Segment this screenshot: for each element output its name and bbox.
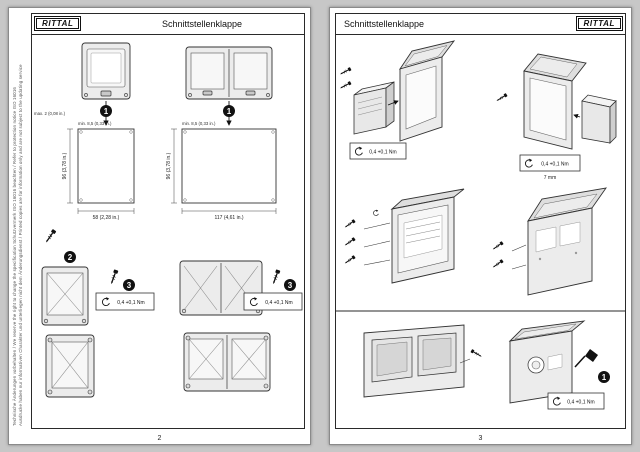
rittal-logo-text: RITTAL <box>36 18 80 29</box>
rittal-logo-text: RITTAL <box>577 18 621 29</box>
print-frame: Schnittstellenklappe RITTAL <box>335 13 626 429</box>
screw-icon <box>270 268 282 286</box>
drawing-area-right: 0,4 +0,1 Nm <box>336 35 625 428</box>
iso-mount-frame-right <box>495 53 617 150</box>
torque-icon <box>373 209 379 216</box>
drawing-cutout-double: 96 (3,78 in.) 117 (4,61 in.) min. 8,5 (0… <box>166 121 277 221</box>
screw-icon <box>469 348 484 359</box>
page-header: RITTAL Schnittstellenklappe <box>32 14 304 35</box>
iso-unit-closed <box>343 188 465 284</box>
step-number: 2 <box>68 253 73 262</box>
screw-icon <box>491 240 505 252</box>
drawing-flap-double-mounted <box>183 332 271 392</box>
drawing-flap-single-install <box>41 266 89 326</box>
step-badge-1-single: 1 <box>100 105 112 117</box>
drawing-flap-double-front <box>185 46 273 100</box>
screw-icon <box>338 66 353 77</box>
screwdriver-icon <box>574 349 598 368</box>
screw-icon <box>495 92 509 103</box>
margin-note-inner: Ausdrucke haben nur informativen Charakt… <box>18 64 23 426</box>
torque-value: 0,4 +0,1 Nm <box>567 400 594 406</box>
wrench-size-note: 7 mm <box>544 175 557 181</box>
insert-arrow-icon <box>387 100 399 106</box>
drawing-flap-double-install <box>179 260 263 316</box>
page-title: Schnittstellenklappe <box>344 19 425 29</box>
cutout-width-label: 58 (2,28 in.) <box>93 215 120 221</box>
torque-callout-a: 0,4 +0,1 Nm <box>349 142 407 160</box>
cutout-width-label: 117 (4,61 in.) <box>214 215 243 221</box>
torque-value: 0,4 +0,1 Nm <box>369 150 396 156</box>
drawing-cutout-single: 96 (3,78 in.) 58 (2,28 in.) min. 8,5 (0,… <box>34 111 135 221</box>
page-title: Schnittstellenklappe <box>161 19 243 29</box>
drawing-flap-single-mounted <box>45 334 95 398</box>
screw-icon <box>343 236 357 248</box>
insert-arrow-icon <box>573 113 581 119</box>
step-number: 3 <box>127 281 132 290</box>
step-badge-1: 1 <box>598 371 610 383</box>
iso-flap-open-detail: 1 0,4 +0,1 Nm <box>508 320 610 410</box>
page-number: 2 <box>157 435 162 442</box>
screw-icon <box>43 228 58 245</box>
step-number: 3 <box>288 281 293 290</box>
edge-distance-note: min. 8,5 (0,33 in.) <box>78 121 112 126</box>
step-badge-3-double: 3 <box>284 279 296 291</box>
torque-callout-c: 0,4 +0,1 Nm <box>547 392 605 410</box>
technical-drawing-page2: 1 96 (3,78 in.) <box>34 42 303 398</box>
edge-distance-note: min. 8,5 (0,33 in.) <box>182 121 216 126</box>
print-frame: RITTAL Schnittstellenklappe <box>31 13 305 429</box>
step-badge-1-double: 1 <box>223 105 235 117</box>
page-header: Schnittstellenklappe RITTAL <box>336 14 625 35</box>
torque-callout-double: 0,4 +0,1 Nm <box>243 292 303 311</box>
page-number: 3 <box>478 435 483 442</box>
screw-icon <box>491 258 505 270</box>
screw-icon <box>343 218 357 230</box>
screw-icon <box>338 80 353 91</box>
module-cutout <box>547 353 563 371</box>
step-number: 1 <box>602 373 607 382</box>
panel-thickness-note: max. 2 (0,08 in.) <box>34 111 66 116</box>
technical-drawing-page3: 0,4 +0,1 Nm <box>336 40 625 410</box>
rittal-logo: RITTAL <box>34 16 82 31</box>
cutout-height-label: 96 (3,78 in.) <box>62 152 68 179</box>
step-number: 1 <box>227 107 232 116</box>
iso-double-flap-panel <box>363 324 484 398</box>
rittal-logo: RITTAL <box>575 16 623 31</box>
torque-callout-single: 0,4 +0,1 Nm <box>95 292 155 311</box>
step-badge-2: 2 <box>64 251 76 263</box>
step-badge-3-single: 3 <box>123 279 135 291</box>
torque-value: 0,4 +0,1 Nm <box>117 300 144 306</box>
drawing-flap-single-front <box>81 42 131 100</box>
torque-value: 0,4 +0,1 Nm <box>541 162 568 168</box>
screw-icon <box>108 268 120 286</box>
screw-icon <box>343 254 357 266</box>
iso-unit-open <box>491 187 607 296</box>
margin-note-outer: Technische Änderungen vorbehalten / We r… <box>12 86 17 426</box>
cutout-height-label: 96 (3,78 in.) <box>166 152 172 179</box>
torque-callout-b: 0,4 +0,1 Nm 7 mm <box>519 154 581 181</box>
step-number: 1 <box>104 107 109 116</box>
page-3: Schnittstellenklappe RITTAL <box>329 7 632 445</box>
drawing-area-left: 1 96 (3,78 in.) <box>32 35 304 428</box>
page-2: Technische Änderungen vorbehalten / We r… <box>8 7 311 445</box>
iso-mount-frame-left <box>338 40 456 142</box>
torque-value: 0,4 +0,1 Nm <box>265 300 292 306</box>
